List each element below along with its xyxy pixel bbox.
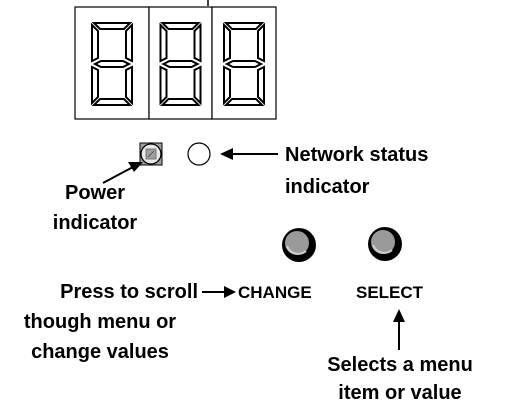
digit-1-segment-d <box>91 98 133 106</box>
change-arrow <box>202 286 236 298</box>
digit-3-segment-e <box>223 65 231 106</box>
change-button[interactable] <box>282 228 316 262</box>
digit-1-segment-a <box>91 22 133 30</box>
change-description-line3: change values <box>31 341 169 363</box>
digit-2-segment-g <box>161 60 200 68</box>
network-arrow <box>220 148 278 160</box>
power-arrow <box>102 162 143 184</box>
digit-1-segment-c <box>125 65 133 106</box>
digit-1-segment-e <box>91 65 99 106</box>
digit-2-segment-d <box>160 98 201 106</box>
power-label-line1: Power <box>64 182 126 204</box>
change-button-label[interactable]: CHANGE <box>238 283 312 302</box>
network-label-line1: Network status <box>285 144 429 166</box>
digit-2-segment-b <box>193 22 202 63</box>
digit-1-segment-f <box>91 22 99 63</box>
change-description-line2: though menu or <box>23 311 177 333</box>
digit-3-segment-a <box>223 22 265 30</box>
digit-3-segment-g <box>224 60 264 68</box>
select-description-line1: Selects a menu <box>327 354 473 376</box>
digit-3-segment-c <box>257 65 265 106</box>
digit-3-segment-d <box>223 98 265 106</box>
seven-segment-display <box>74 6 277 120</box>
select-button-label[interactable]: SELECT <box>356 283 424 302</box>
digit-2-segment-f <box>159 22 168 63</box>
select-button[interactable] <box>368 227 402 261</box>
select-description-line2: item or value <box>338 382 462 404</box>
digit-1-segment-b <box>125 22 133 63</box>
digit-1-segment-g <box>92 60 132 68</box>
digit-2-segment-c <box>193 65 202 106</box>
digit-3-segment-f <box>223 22 231 63</box>
digit-2-segment-e <box>159 65 168 106</box>
digit-2-segment-a <box>160 22 201 30</box>
network-label-line2: indicator <box>285 176 370 198</box>
power-indicator-led <box>139 142 163 166</box>
power-label-line2: indicator <box>52 212 138 234</box>
network-status-led <box>187 142 211 166</box>
change-description-line1: Press to scroll <box>60 281 198 303</box>
digit-3-segment-b <box>257 22 265 63</box>
select-arrow <box>393 309 405 350</box>
